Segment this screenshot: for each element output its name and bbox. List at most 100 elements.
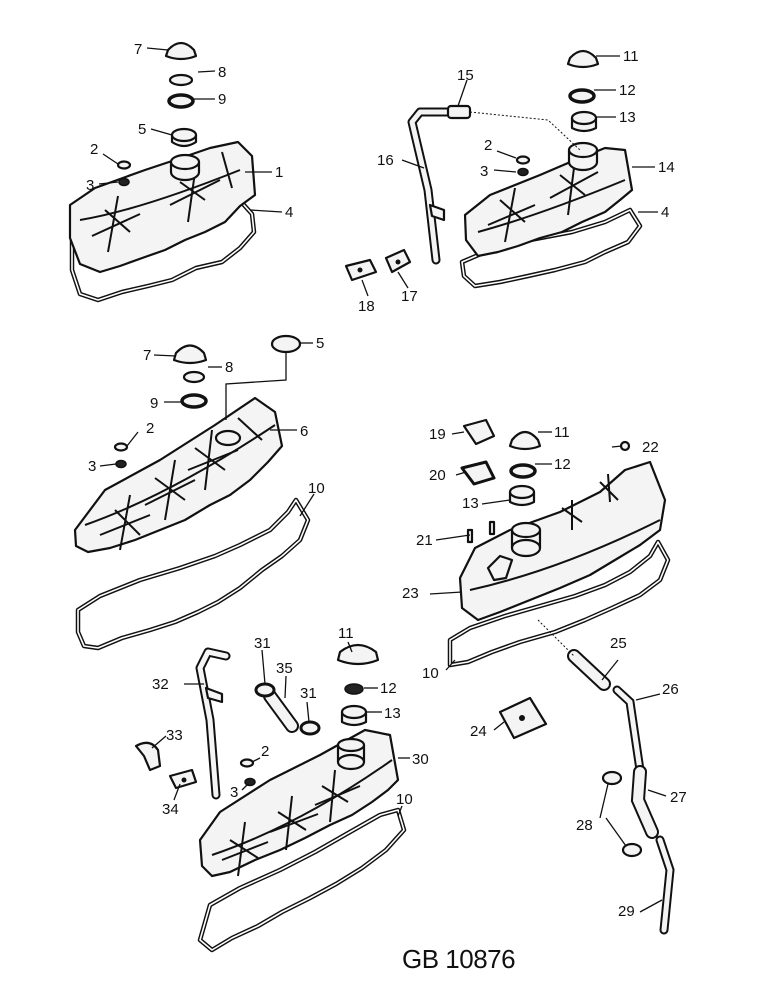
valve-cover-6	[73, 396, 284, 554]
callout-9: 9	[218, 91, 226, 108]
callout-3: 3	[230, 784, 238, 801]
breather-pipe-16	[407, 107, 460, 265]
callout-5: 5	[316, 335, 324, 352]
hose-27	[630, 765, 659, 839]
valve-cover-30	[198, 728, 400, 878]
plug-22	[619, 440, 631, 452]
callout-30: 30	[412, 751, 429, 768]
callout-28: 28	[576, 817, 593, 834]
clamp-31-a	[254, 682, 276, 698]
pipe-32	[195, 647, 231, 800]
callout-20: 20	[429, 467, 446, 484]
callout-12: 12	[380, 680, 397, 697]
callout-13: 13	[462, 495, 479, 512]
callout-21: 21	[416, 532, 433, 549]
valve-cover-1	[68, 140, 257, 274]
callout-22: 22	[642, 439, 659, 456]
callout-7: 7	[134, 41, 142, 58]
plug-5-a	[170, 127, 198, 148]
pipe-29	[655, 835, 675, 935]
callout-2: 2	[90, 141, 98, 158]
assembly-d	[447, 418, 675, 935]
cover-plate-19	[462, 418, 496, 446]
clip-28	[601, 770, 643, 858]
callout-3: 3	[88, 458, 96, 475]
assembly-c	[73, 334, 311, 651]
callout-26: 26	[662, 681, 679, 698]
assembly-e	[134, 643, 407, 953]
callout-31: 31	[300, 685, 317, 702]
callout-15: 15	[457, 67, 474, 84]
clip-18	[344, 258, 378, 282]
callout-8: 8	[225, 359, 233, 376]
callout-10: 10	[308, 480, 325, 497]
callout-11: 11	[554, 424, 570, 441]
valve-cover-23	[458, 460, 667, 622]
hose-35	[263, 689, 299, 733]
callout-31: 31	[254, 635, 271, 652]
callout-17: 17	[401, 288, 418, 305]
callout-labels: 7 8 9 5 2 3 1 4 11 12 13 15 16 2 3 14 4 …	[86, 41, 687, 920]
callout-25: 25	[610, 635, 627, 652]
bracket-17	[384, 248, 412, 274]
filter-13-e	[340, 704, 368, 727]
callout-1: 1	[275, 164, 283, 181]
clip-33	[134, 741, 162, 772]
callout-24: 24	[470, 723, 487, 740]
plug-5-c	[270, 334, 302, 354]
filter-13-b	[570, 110, 598, 133]
callout-6: 6	[300, 423, 308, 440]
callout-10: 10	[422, 665, 439, 682]
washer-2-b	[515, 155, 531, 165]
nut-3-b	[517, 167, 529, 177]
cap-11-e	[336, 643, 380, 666]
callout-13: 13	[619, 109, 636, 126]
assembly-b	[344, 49, 643, 289]
callout-3: 3	[86, 177, 94, 194]
leader-lines	[98, 47, 667, 913]
callout-5: 5	[138, 121, 146, 138]
nut-3-c	[115, 459, 127, 469]
callout-12: 12	[554, 456, 571, 473]
callout-8: 8	[218, 64, 226, 81]
callout-7: 7	[143, 347, 151, 364]
nut-3-a	[118, 177, 130, 187]
gasket-10-c	[75, 497, 311, 651]
callout-32: 32	[152, 676, 169, 693]
washer-2-c	[113, 442, 129, 452]
callout-34: 34	[162, 801, 179, 818]
callout-19: 19	[429, 426, 446, 443]
ring-8-c	[182, 370, 206, 384]
callout-2: 2	[484, 137, 492, 154]
ring-12-e	[344, 683, 364, 695]
callout-9: 9	[150, 395, 158, 412]
callout-11: 11	[338, 625, 354, 642]
clamp-31-b	[299, 720, 321, 736]
pipe-26	[612, 685, 645, 775]
callout-10: 10	[396, 791, 413, 808]
bracket-34	[168, 768, 198, 790]
cap-11-d	[508, 430, 542, 451]
callout-35: 35	[276, 660, 293, 677]
bracket-24	[498, 696, 548, 740]
callout-33: 33	[166, 727, 183, 744]
callout-2: 2	[261, 743, 269, 760]
valve-cover-14	[463, 141, 634, 258]
filler-neck-e	[336, 737, 366, 771]
hose-25	[567, 649, 611, 691]
assembly-a	[68, 41, 257, 303]
hose-15	[446, 104, 472, 120]
cap-7-c	[172, 344, 208, 365]
gasket-10-e	[197, 807, 407, 953]
filler-neck-d	[486, 521, 542, 582]
callout-16: 16	[377, 152, 394, 169]
cap-7-a	[164, 41, 198, 61]
callout-2: 2	[146, 420, 154, 437]
ring-12-b	[568, 88, 596, 104]
callout-3: 3	[480, 163, 488, 180]
filter-13-d	[508, 484, 536, 507]
callout-4: 4	[285, 204, 293, 221]
washer-2-e	[239, 758, 255, 768]
ring-9-c	[180, 393, 208, 409]
